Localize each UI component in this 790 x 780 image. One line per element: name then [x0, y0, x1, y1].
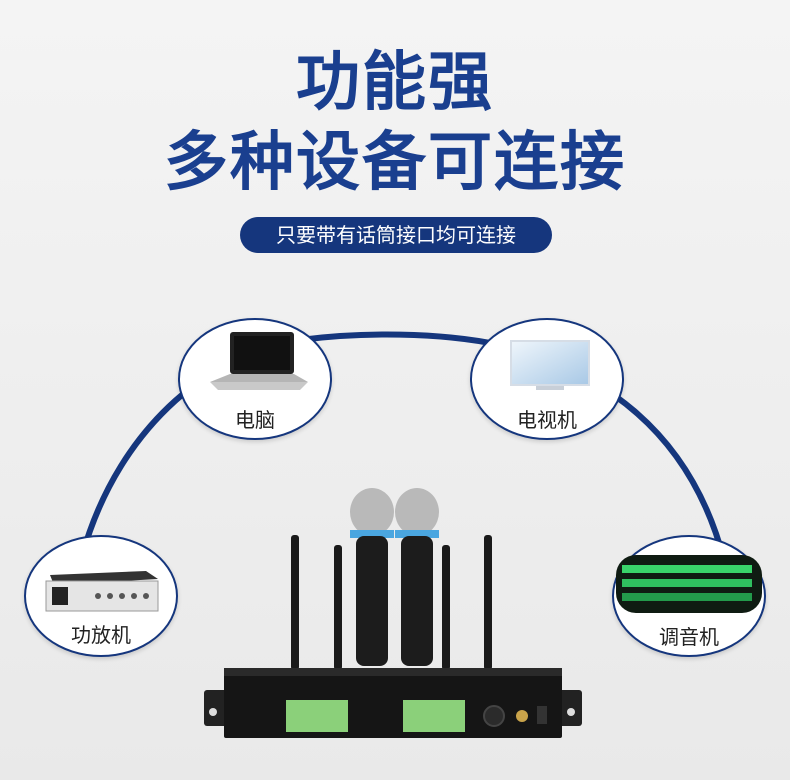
device-tv: 电视机 — [470, 318, 624, 440]
device-label-amplifier: 功放机 — [71, 623, 131, 647]
headline-line2: 多种设备可连接 — [164, 126, 626, 200]
device-laptop: 电脑 — [178, 318, 332, 440]
device-amplifier: 功放机 — [24, 535, 178, 657]
amplifier-icon — [45, 571, 159, 612]
laptop-icon — [210, 332, 308, 390]
mixer-icon — [616, 555, 762, 613]
device-mixer: 调音机 — [612, 535, 766, 657]
device-label-laptop: 电脑 — [235, 408, 275, 432]
device-label-mixer: 调音机 — [659, 625, 719, 649]
device-label-tv: 电视机 — [517, 408, 577, 432]
tv-icon — [510, 340, 590, 390]
subtitle-badge: 只要带有话筒接口均可连接 — [240, 217, 552, 253]
headline-line1: 功能强 — [296, 46, 494, 120]
